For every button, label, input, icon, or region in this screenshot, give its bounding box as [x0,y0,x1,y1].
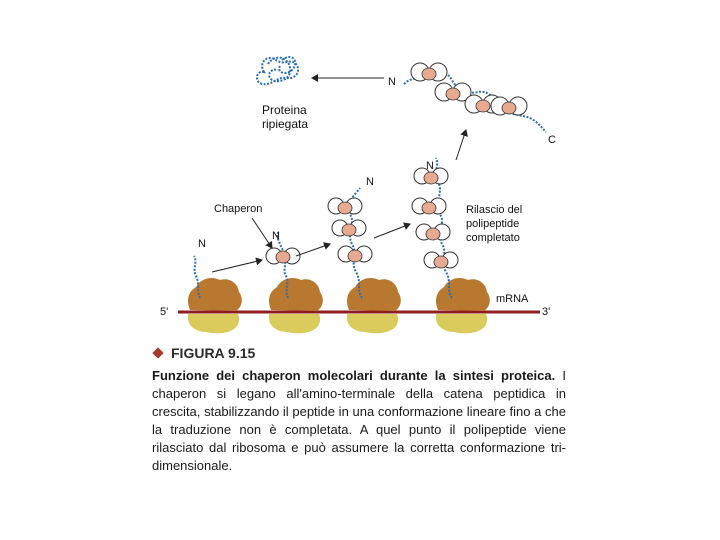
figure-caption: FIGURA 9.15 Funzione dei chaperon moleco… [152,345,566,475]
caption-body-text: I chaperon si legano all'amino-terminale… [152,368,566,473]
chaperon-released-a [411,63,447,81]
chaperon-2 [266,248,300,264]
chaperon-4d [424,252,458,268]
caption-text: Funzione dei chaperon molecolari durante… [152,367,566,475]
chaperon-3a [328,198,362,214]
label-chaperon: Chaperon [214,203,262,215]
label-n-stage-4: N [426,160,434,172]
chaperon-3b [332,220,366,236]
chaperon-4b [412,198,446,214]
label-n-stage-1: N [198,238,206,250]
label-rilascio-2: polipeptide [466,218,519,230]
label-mrna: mRNA [496,293,528,305]
label-n-stage-2: N [272,230,280,242]
ribosome-3 [347,278,401,333]
diamond-icon [152,347,163,358]
ribosome-4 [436,278,490,333]
chaperon-released-d [491,97,527,115]
label-three-prime: 3' [542,306,550,318]
arrow-chaperon-pointer [252,218,272,248]
label-five-prime: 5' [160,306,168,318]
chaperon-4c [416,224,450,240]
arrow-to-stage-3 [296,244,330,256]
label-rilascio-1: Rilascio del [466,204,522,216]
label-proteina: Proteina [262,104,307,116]
folded-protein [257,57,298,84]
label-n-released: N [388,76,396,88]
label-c-released: C [548,134,556,146]
ribosome-2 [269,278,323,333]
label-n-stage-3: N [366,176,374,188]
caption-header: FIGURA 9.15 [152,345,566,361]
arrow-to-stage-2 [212,260,262,272]
label-rilascio-3: completato [466,232,520,244]
arrow-release [456,130,466,160]
arrow-to-stage-4 [374,224,410,238]
ribosome-1 [188,278,242,333]
label-ripiegata: ripiegata [262,118,308,130]
chaperon-3c [338,246,372,262]
figure-label: FIGURA 9.15 [171,345,255,361]
caption-bold-lead: Funzione dei chaperon molecolari durante… [152,368,555,383]
chaperon-released-b [435,83,471,101]
